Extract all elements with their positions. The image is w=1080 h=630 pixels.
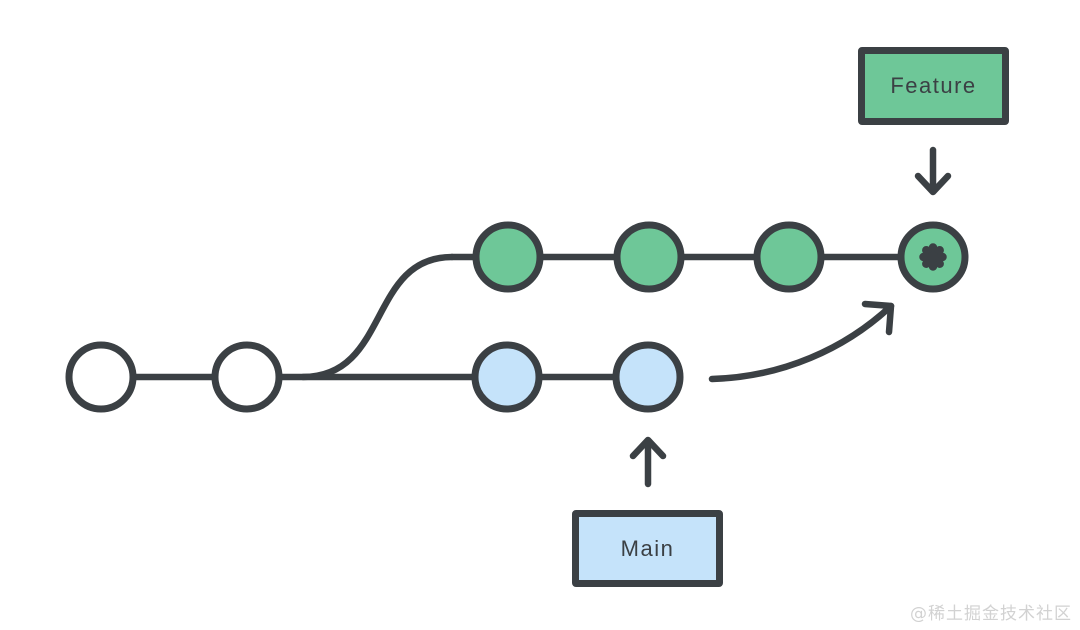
commit-node-main-1 xyxy=(471,341,543,413)
main-branch-label-text: Main xyxy=(620,535,675,561)
commit-node-feature-1 xyxy=(472,221,544,293)
up-arrowhead-icon xyxy=(629,436,667,460)
feature-branch-label-text: Feature xyxy=(890,73,977,98)
commit-node-feature-3 xyxy=(753,221,825,293)
rebase-arrowhead-icon xyxy=(861,300,895,336)
feature-branch-label: Feature xyxy=(858,47,1009,125)
feature-label-pointer xyxy=(914,146,952,196)
down-arrowhead-icon xyxy=(914,172,952,196)
commit-node-main-2 xyxy=(612,341,684,413)
commit-node-rebased xyxy=(897,221,969,293)
commit-node-base-2 xyxy=(211,341,283,413)
commit-node-feature-2 xyxy=(613,221,685,293)
branch-split-curve xyxy=(299,253,456,381)
main-label-pointer xyxy=(629,436,667,488)
asterisk-center xyxy=(927,251,939,263)
main-branch-label: Main xyxy=(572,510,723,587)
commit-node-base-1 xyxy=(65,341,137,413)
rebase-arrow-curve xyxy=(708,302,895,383)
watermark: @稀土掘金技术社区 xyxy=(910,604,1072,624)
rebase-arrow xyxy=(708,300,895,383)
